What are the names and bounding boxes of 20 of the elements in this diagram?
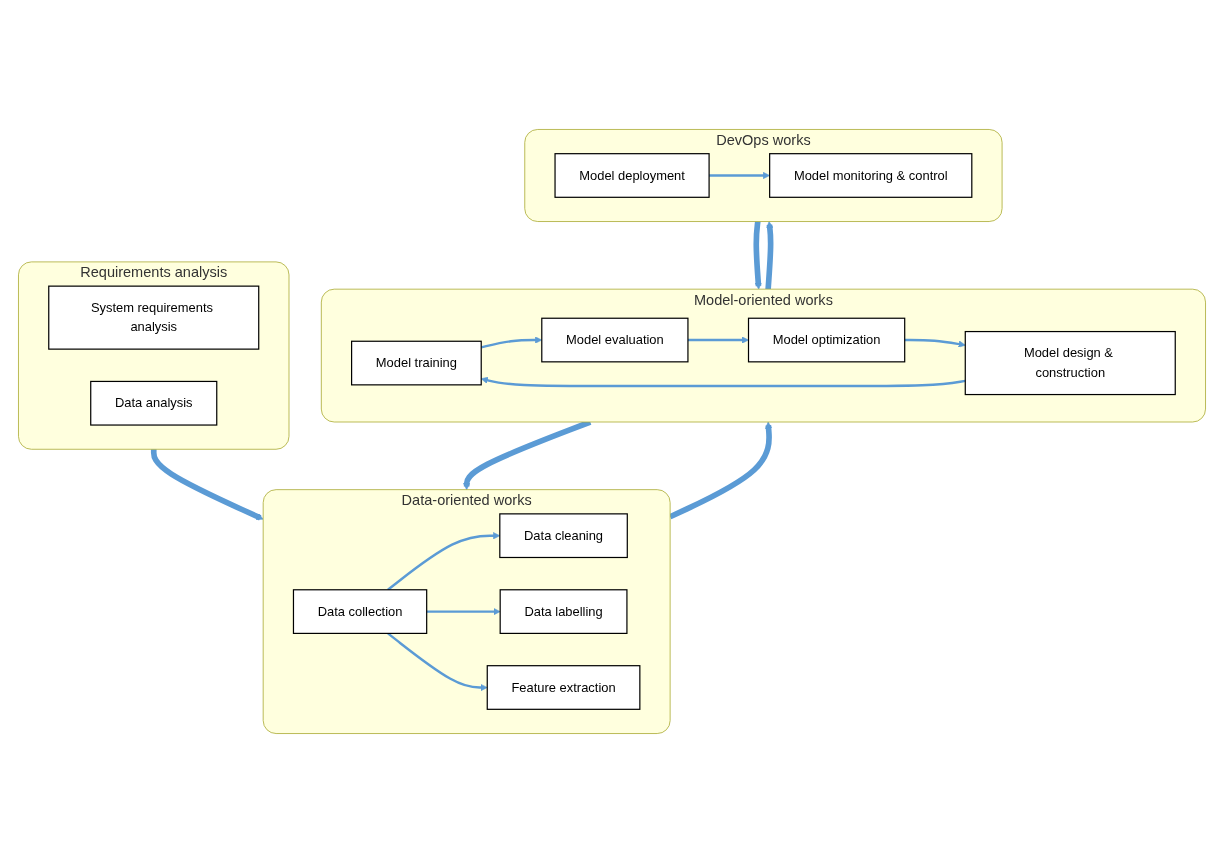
arrow — [387, 631, 488, 691]
node-box: Data cleaning — [499, 512, 628, 558]
node-box: Model design & construction — [964, 330, 1176, 395]
node-box: Model monitoring & control — [769, 152, 973, 198]
arrow — [765, 220, 774, 289]
node-box: Data labelling — [499, 588, 628, 634]
node-box: Model optimization — [747, 317, 906, 362]
node-box: Data collection — [292, 588, 428, 634]
node-box: Model training — [351, 340, 482, 385]
arrow — [904, 338, 966, 348]
node-box: Model evaluation — [541, 317, 689, 362]
node-box: System requirements analysis — [48, 285, 260, 350]
arrow — [426, 607, 501, 615]
arrow — [687, 336, 749, 344]
node-box: Model deployment — [554, 152, 710, 198]
arrow — [150, 448, 264, 520]
arrow — [709, 171, 770, 179]
arrow — [753, 220, 762, 289]
node-box: Data analysis — [90, 380, 218, 426]
node-box: Feature extraction — [486, 664, 641, 710]
